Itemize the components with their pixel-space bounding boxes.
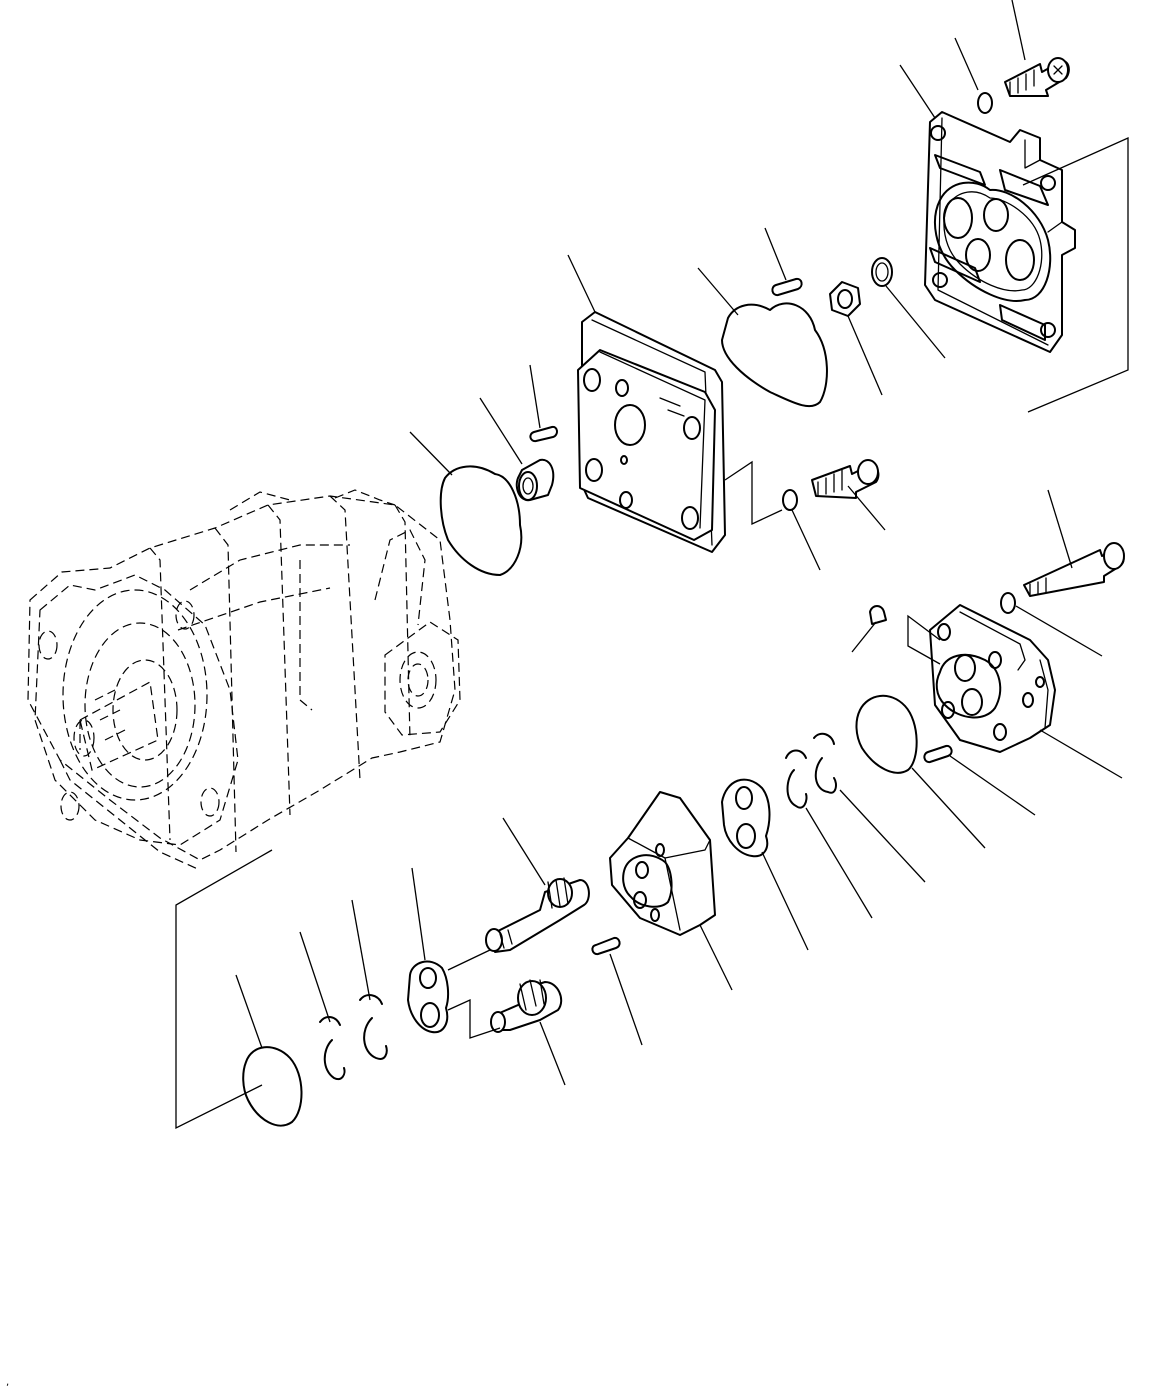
gasket-left xyxy=(441,466,522,575)
seal-disc-left xyxy=(243,1047,301,1125)
gear-housing xyxy=(610,792,715,935)
corner-mark: , xyxy=(6,1377,9,1387)
rear-cover xyxy=(925,112,1128,412)
bolt-mid xyxy=(812,460,878,498)
dowel-pin-lower xyxy=(592,938,619,954)
snap-ring-left-a xyxy=(320,1017,345,1079)
washer-top xyxy=(978,93,992,113)
wear-plate-left xyxy=(408,962,448,1033)
front-cover-plate xyxy=(578,312,725,552)
washer-mid xyxy=(783,490,797,510)
plug xyxy=(870,606,886,624)
seal-disc-right xyxy=(856,696,916,773)
bushing xyxy=(517,460,554,500)
dowel-pin-right xyxy=(924,746,951,762)
driven-gear-shaft xyxy=(491,980,561,1032)
snap-ring-right-b xyxy=(814,734,836,793)
oring-ring xyxy=(872,258,892,286)
gasket-upper xyxy=(722,303,827,406)
center-housing xyxy=(908,605,1055,752)
washer-right xyxy=(1001,593,1015,613)
long-bolt xyxy=(1024,543,1124,596)
snap-ring-left-b xyxy=(360,995,387,1059)
wear-plate-right xyxy=(722,780,769,857)
dowel-pin-left xyxy=(530,427,557,441)
pump-body-assembly xyxy=(28,490,460,870)
nut xyxy=(830,282,860,316)
snap-ring-right-a xyxy=(786,751,807,808)
dowel-pin-upper xyxy=(772,279,801,295)
bolt-top xyxy=(1005,58,1069,96)
leader-lines xyxy=(236,0,1122,1085)
drive-gear-shaft xyxy=(486,878,589,952)
